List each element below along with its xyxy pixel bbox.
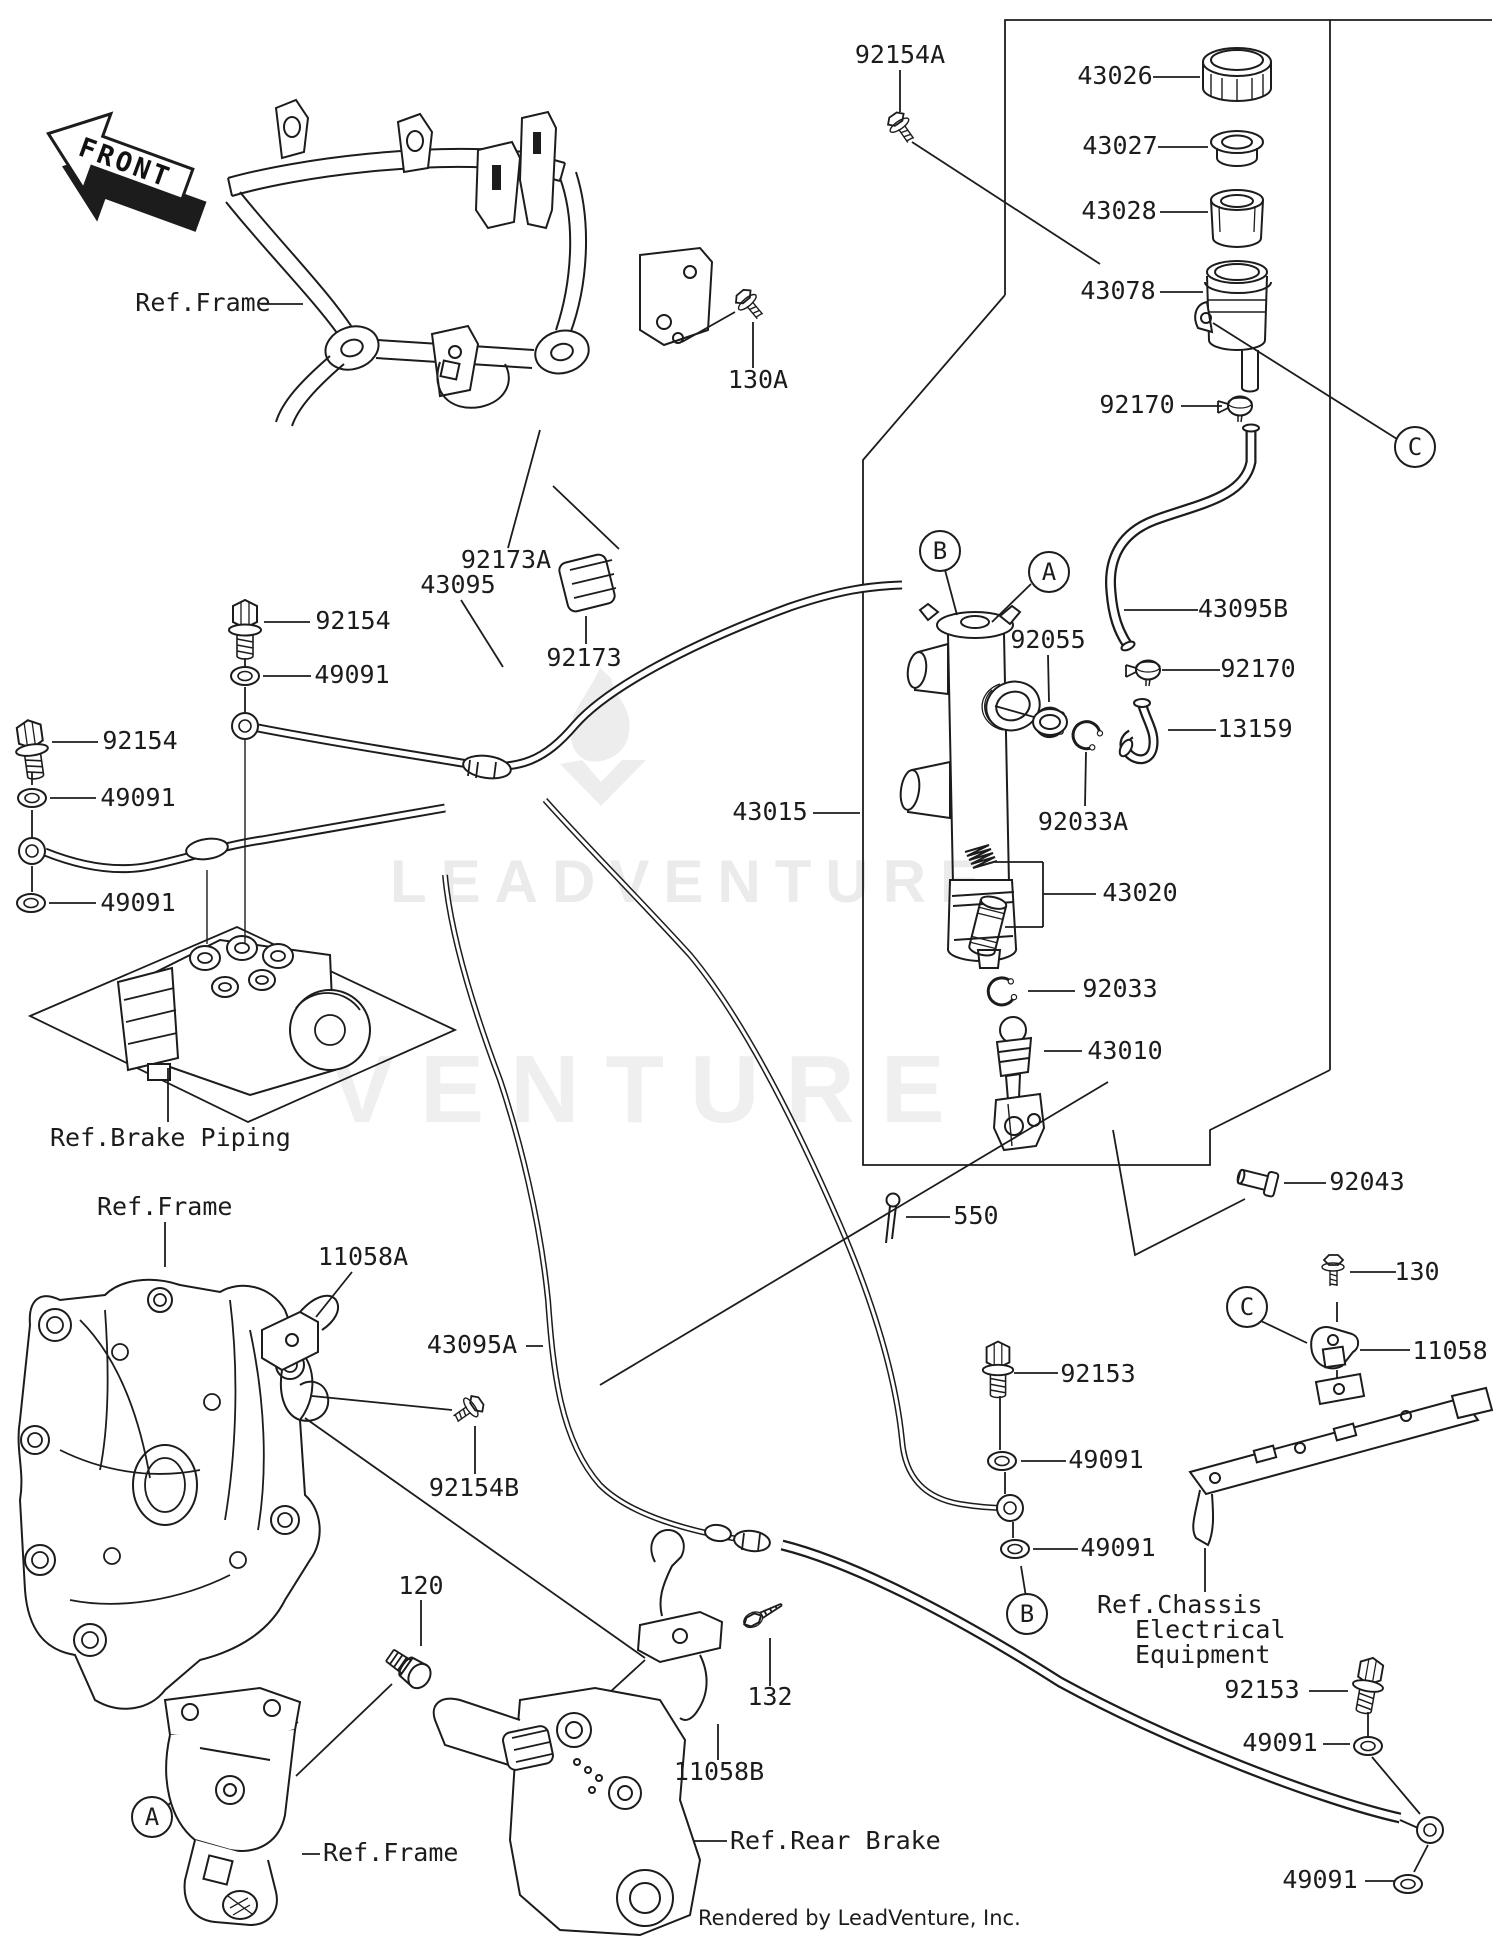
leader-lines [31, 70, 1429, 1882]
part-label: 49091 [1080, 1533, 1155, 1562]
part-label: Electrical [1135, 1615, 1286, 1644]
callout-circles-layer: B A C C B A [131, 426, 1436, 1838]
flame-logo-watermark [560, 668, 646, 806]
part-label: 92173A [461, 545, 551, 574]
part-label: 92153 [1060, 1359, 1135, 1388]
part-label: 92154A [855, 40, 945, 69]
part-label: 43028 [1081, 196, 1156, 225]
cotter-pin-550-glyph [885, 1192, 901, 1244]
part-label: 92170 [1099, 390, 1174, 419]
part-label: 92153 [1224, 1675, 1299, 1704]
part-label: 130 [1394, 1257, 1439, 1286]
damper-92173-glyph [558, 553, 617, 613]
right-fittings [981, 1340, 1444, 1894]
part-label: 92043 [1329, 1167, 1404, 1196]
rear-caliper-drawing [432, 1686, 702, 1937]
bolt-120-glyph [385, 1648, 432, 1690]
bolt-130 [1321, 1254, 1345, 1287]
part-label: 92033 [1082, 974, 1157, 1003]
part-label: 49091 [1068, 1445, 1143, 1474]
parts-group-boxes [862, 19, 1492, 1166]
bolt-92154b [448, 1390, 488, 1429]
part-label: 11058A [318, 1242, 408, 1271]
part-label: 43078 [1080, 276, 1155, 305]
callout-circle: C [1394, 426, 1436, 468]
part-label: 92033A [1038, 807, 1128, 836]
part-label: Equipment [1135, 1640, 1270, 1669]
part-label: 49091 [100, 888, 175, 917]
part-label: 130A [728, 365, 788, 394]
part-label: 11058B [674, 1757, 764, 1786]
part-label: Ref.Frame [135, 288, 270, 317]
part-label: 92154 [102, 726, 177, 755]
front-arrow: FRONT [46, 111, 207, 232]
part-label: Ref.Frame [323, 1838, 458, 1867]
chassis-bracket-drawing [1188, 1326, 1494, 1547]
bolt-132-glyph [743, 1602, 783, 1629]
part-label: 43020 [1102, 878, 1177, 907]
part-label: 49091 [1282, 1865, 1357, 1894]
part-label: 49091 [1242, 1728, 1317, 1757]
part-label: 92154B [429, 1473, 519, 1502]
clamp-bracket-11058b [636, 1528, 724, 1721]
master-cylinder-assembly [885, 602, 1280, 1244]
callout-circle: B [1006, 1593, 1048, 1635]
part-label: 43015 [732, 797, 807, 826]
a-bracket-drawing [163, 1686, 302, 1927]
callout-circle: A [1028, 551, 1070, 593]
subframe-drawing [225, 98, 714, 427]
watermark-text-1: LEADVENTURE [390, 848, 994, 915]
part-label: Ref.Brake Piping [50, 1123, 291, 1152]
part-label: 43010 [1087, 1036, 1162, 1065]
part-label: 43095A [427, 1330, 517, 1359]
feed-hose-glyph [1105, 423, 1260, 652]
clamp-11058-glyph [1310, 1326, 1360, 1370]
svg-text:B: B [1020, 1600, 1034, 1628]
part-label: 550 [953, 1201, 998, 1230]
connector-13159-glyph [1118, 698, 1159, 765]
part-label: 13159 [1217, 714, 1292, 743]
callout-circle: A [131, 1796, 173, 1838]
watermark-text-2: VENTURE [330, 1036, 971, 1143]
diaphragm-cup-glyph [1210, 189, 1264, 248]
part-label: 43026 [1077, 61, 1152, 90]
diaphragm-plate-glyph [1210, 130, 1264, 167]
part-label: 92055 [1010, 625, 1085, 654]
part-label: Ref.Chassis [1097, 1590, 1263, 1619]
part-label: 43027 [1082, 131, 1157, 160]
part-label: 132 [747, 1682, 792, 1711]
part-label: Ref.Rear Brake [730, 1826, 941, 1855]
svg-text:C: C [1240, 1293, 1254, 1321]
callout-circle: C [1226, 1286, 1268, 1328]
part-label: 43095 [420, 570, 495, 599]
part-label: 49091 [314, 660, 389, 689]
reservoir-cap-glyph [1202, 47, 1272, 102]
oring-92055-glyph [1032, 708, 1068, 736]
clevis-pin-92043-glyph [1236, 1168, 1280, 1198]
footer-credit: Rendered by LeadVenture, Inc. [698, 1906, 1021, 1930]
part-label: Ref.Frame [97, 1192, 232, 1221]
part-label: 120 [398, 1571, 443, 1600]
callout-circle: B [919, 530, 961, 572]
svg-text:B: B [933, 537, 947, 565]
part-label: 92154 [315, 606, 390, 635]
svg-text:A: A [1042, 558, 1057, 586]
abs-module-drawing [27, 926, 458, 1123]
part-label: 92170 [1220, 654, 1295, 683]
part-label: 92173 [546, 643, 621, 672]
pushrod-43010-glyph [992, 1016, 1046, 1152]
reservoir-tank-glyph [1194, 260, 1272, 393]
svg-text:C: C [1408, 433, 1422, 461]
part-label: 43095B [1198, 594, 1288, 623]
leadventure-watermark: LEADVENTURE VENTURE [330, 668, 994, 1143]
part-label: 49091 [100, 783, 175, 812]
brake-hoses [43, 580, 1402, 1824]
part-label: 11058 [1412, 1336, 1487, 1365]
part-labels-layer: 92154A430264302743028430789217043095B920… [50, 40, 1488, 1894]
reservoir-parts [1105, 47, 1272, 652]
engine-bracket-drawing [17, 1278, 321, 1710]
clamp-bracket-11058a [261, 1294, 340, 1422]
svg-text:A: A [145, 1803, 160, 1831]
